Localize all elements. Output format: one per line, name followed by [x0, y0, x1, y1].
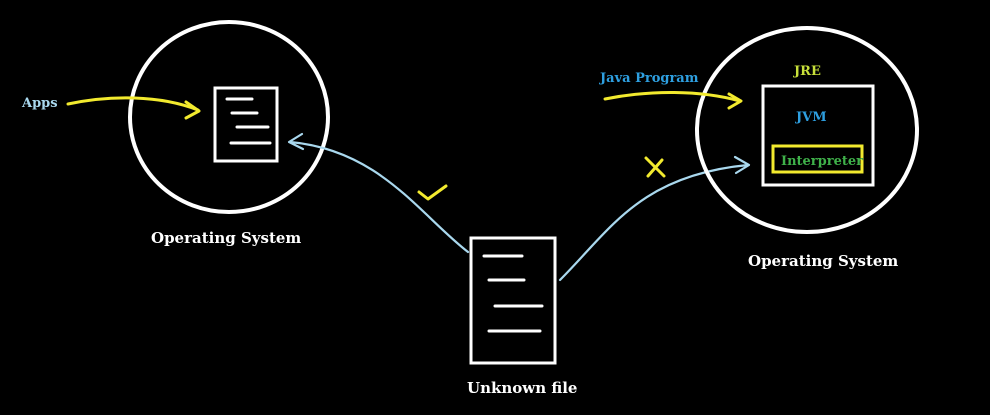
app-file-lines: [225, 97, 272, 145]
left-arrowhead-icon: [287, 132, 305, 151]
right-arrowhead-icon: [733, 155, 751, 175]
right-os-circle: [695, 26, 919, 234]
right-os-label: Operating System: [748, 252, 898, 270]
file-to-right-os-arrow: [558, 155, 751, 282]
unknown-file-label: Unknown file: [467, 379, 577, 397]
jre-label: JRE: [793, 64, 821, 79]
unknown-file-icon: [469, 236, 557, 365]
apps-label: Apps: [21, 96, 58, 111]
java-program-arrowhead-icon: [727, 92, 743, 110]
left-os-group: Operating System: [128, 20, 330, 247]
apps-arrowhead-icon: [184, 100, 201, 120]
java-program-label: Java Program: [599, 71, 699, 86]
unknown-file-lines: [482, 254, 544, 333]
file-to-left-os-arrow: [287, 132, 470, 254]
jvm-label: JVM: [795, 110, 827, 125]
apps-arrow: [66, 96, 201, 120]
interpreter-label: Interpreter: [781, 154, 863, 169]
left-os-label: Operating System: [151, 229, 301, 247]
left-os-circle: [128, 20, 330, 214]
java-program-arrow: [603, 91, 743, 110]
cross-mark-icon: [644, 156, 666, 178]
check-mark-icon: [417, 184, 448, 201]
unknown-file-group: Unknown file: [467, 236, 577, 397]
right-os-group: Java Program JRE JVM Interpreter Operati…: [599, 26, 919, 270]
interpreter-box: [771, 144, 864, 174]
